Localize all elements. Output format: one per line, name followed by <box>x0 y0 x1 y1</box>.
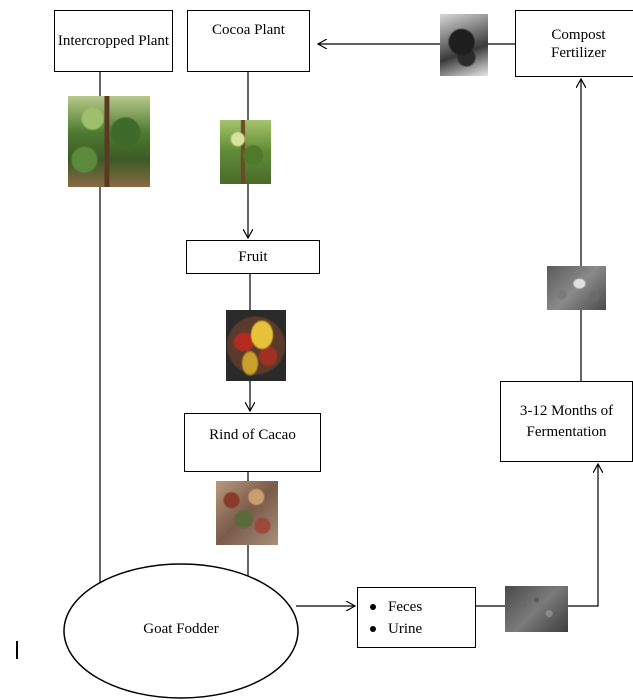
fermentation-box: 3-12 Months of Fermentation <box>500 381 633 462</box>
fruit-box: Fruit <box>186 240 320 274</box>
intercropped-plant-box: Intercropped Plant <box>54 10 173 72</box>
cocoa-pods-photo <box>226 310 286 381</box>
fermentation-label: 3-12 Months of Fermentation <box>519 402 614 440</box>
fruit-label: Fruit <box>238 249 268 265</box>
intercropped-plant-label: Intercropped Plant <box>57 33 170 49</box>
compost-fertilizer-label: Compost Fertilizer <box>551 26 606 61</box>
list-item: Urine <box>370 618 422 640</box>
rind-of-cacao-box: Rind of Cacao <box>184 413 321 472</box>
goat-fodder-ellipse <box>63 563 299 699</box>
rind-of-cacao-label: Rind of Cacao <box>209 427 296 443</box>
cocoa-plant-photo <box>220 120 271 184</box>
cocoa-plant-box: Cocoa Plant <box>187 10 310 72</box>
urine-label: Urine <box>388 620 423 637</box>
text-cursor <box>16 641 18 659</box>
fermenting-compost-photo <box>547 266 606 310</box>
cacao-rind-photo <box>216 481 278 545</box>
compost-fertilizer-box: Compost Fertilizer <box>515 10 633 77</box>
waste-box: Feces Urine <box>357 587 476 648</box>
cocoa-plant-label: Cocoa Plant <box>212 22 285 38</box>
arrow-waste-to-fermentation <box>476 464 598 607</box>
compost-soil-photo <box>440 14 488 76</box>
waste-list: Feces Urine <box>370 596 422 640</box>
manure-photo <box>505 586 568 632</box>
list-item: Feces <box>370 596 422 618</box>
intercropped-plant-photo <box>68 96 150 187</box>
bullet-icon <box>370 603 376 610</box>
bullet-icon <box>370 625 376 632</box>
goat-fodder-label: Goat Fodder <box>143 621 219 637</box>
feces-label: Feces <box>388 598 423 615</box>
